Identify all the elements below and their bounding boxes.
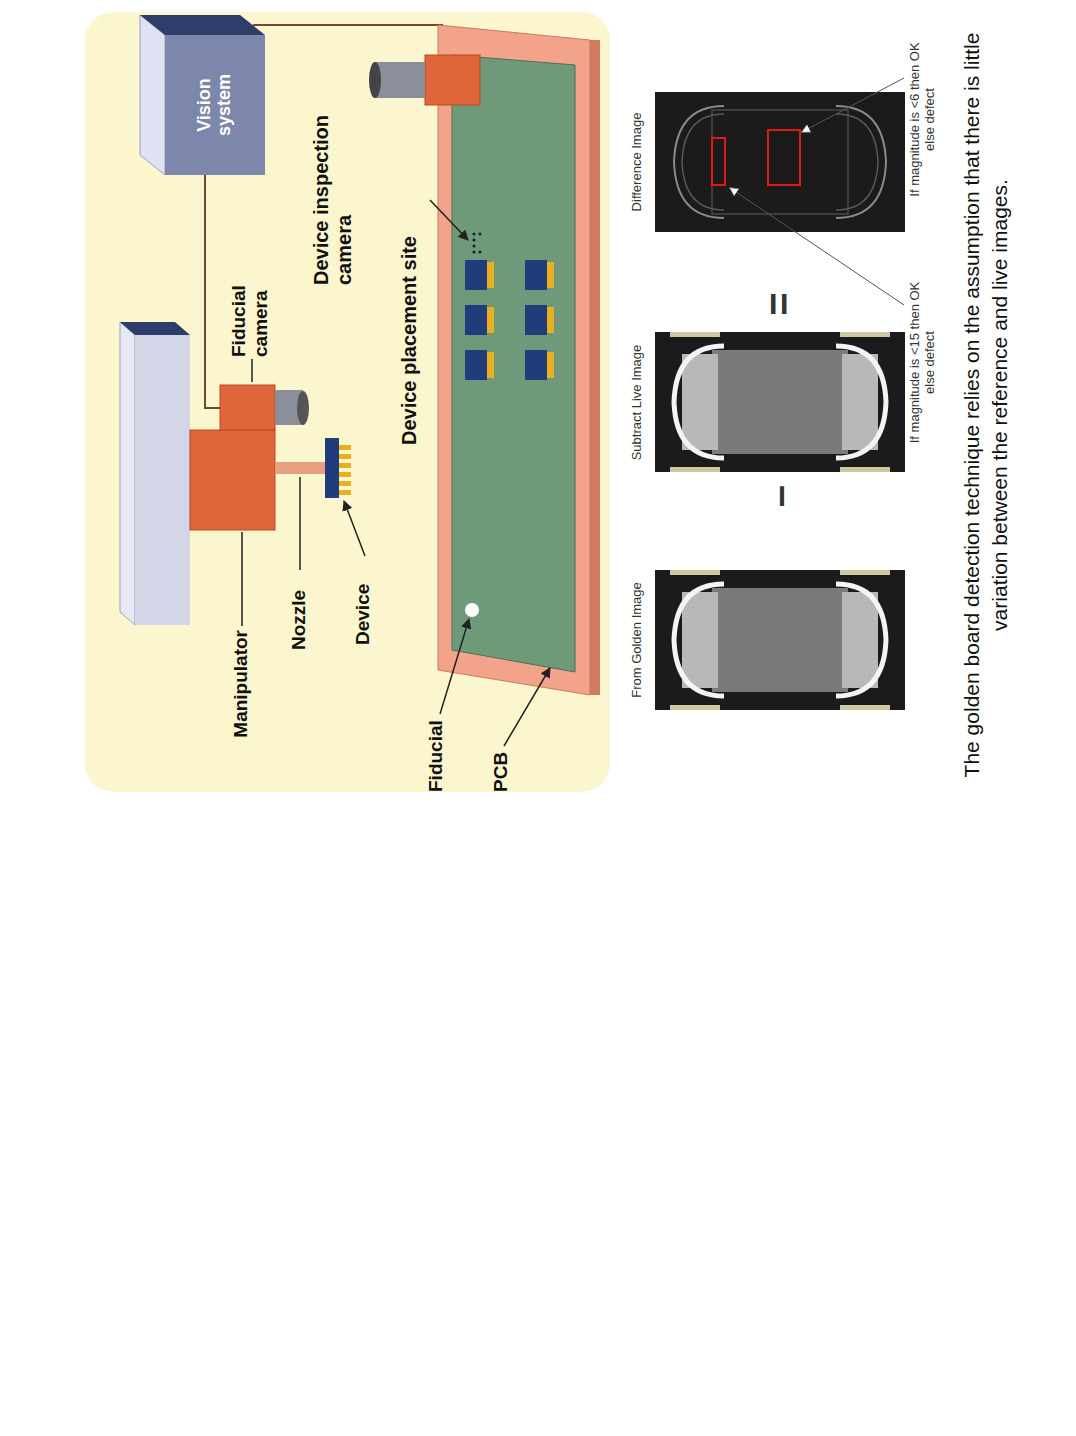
part-label: Device xyxy=(352,557,374,645)
background-panel xyxy=(85,12,610,792)
part-label: Fiducial camera xyxy=(228,247,272,357)
pcb-frame xyxy=(438,25,590,695)
nozzle-symbol xyxy=(275,462,325,474)
vision-box-top xyxy=(140,15,165,175)
operator-symbol: = xyxy=(756,278,802,330)
manipulator-block xyxy=(190,430,275,530)
placement-site-dots xyxy=(472,232,481,253)
inspection-camera-body xyxy=(425,55,480,105)
defect-region xyxy=(768,130,800,185)
leader-line xyxy=(430,200,468,240)
leader-line xyxy=(344,501,365,556)
leader-line xyxy=(241,532,243,626)
fiducial-camera-body xyxy=(220,385,275,430)
annotation-arrow xyxy=(802,78,904,132)
part-label: Subtract Live Image xyxy=(630,325,645,480)
part-label: Device placement site xyxy=(398,155,421,445)
vision-box-side xyxy=(140,15,265,35)
figure-stage: Vision systemManipulatorNozzleDeviceFidu… xyxy=(80,10,1040,800)
device-body xyxy=(325,438,339,498)
defect-region xyxy=(712,138,725,185)
difference-image xyxy=(655,92,905,232)
pcb-board xyxy=(452,55,575,672)
leader-line xyxy=(299,477,301,570)
device-pins xyxy=(339,445,351,495)
part-label: Difference Image xyxy=(630,87,645,237)
part-label: Device inspection camera xyxy=(310,55,356,285)
operator-symbol: – xyxy=(756,470,802,522)
camera-cable xyxy=(205,175,220,408)
leader-line xyxy=(440,619,469,714)
part-label: Manipulator xyxy=(230,630,252,770)
figure-caption: The golden board detection technique rel… xyxy=(958,20,1015,790)
part-label: PCB xyxy=(490,732,512,792)
annotation-note: If magnitude is <15 then OK else defect xyxy=(908,280,938,445)
placed-devices xyxy=(465,260,554,380)
leader-line xyxy=(504,668,550,746)
part-label: Nozzle xyxy=(288,572,310,650)
live-image xyxy=(655,332,905,472)
annotation-arrow xyxy=(730,188,904,305)
camera-cable xyxy=(253,25,442,55)
leader-line xyxy=(251,359,253,382)
fiducial-mark xyxy=(465,603,479,617)
annotation-note: If magnitude is <6 then OK else defect xyxy=(908,37,938,202)
box-label: Vision system xyxy=(195,63,235,147)
fiducial-camera-lens-end xyxy=(297,391,309,425)
inspection-camera-lens-end xyxy=(369,62,381,98)
gantry-top xyxy=(120,322,135,625)
part-label: From Golden Image xyxy=(630,565,645,715)
part-label: Fiducial xyxy=(425,702,447,792)
inspection-camera-lens xyxy=(375,62,425,98)
pcb-frame-edge xyxy=(590,40,600,695)
gantry-plate xyxy=(135,335,190,625)
gantry-side xyxy=(120,322,190,335)
process-box: Vision system xyxy=(165,35,265,175)
golden-image xyxy=(655,570,905,710)
